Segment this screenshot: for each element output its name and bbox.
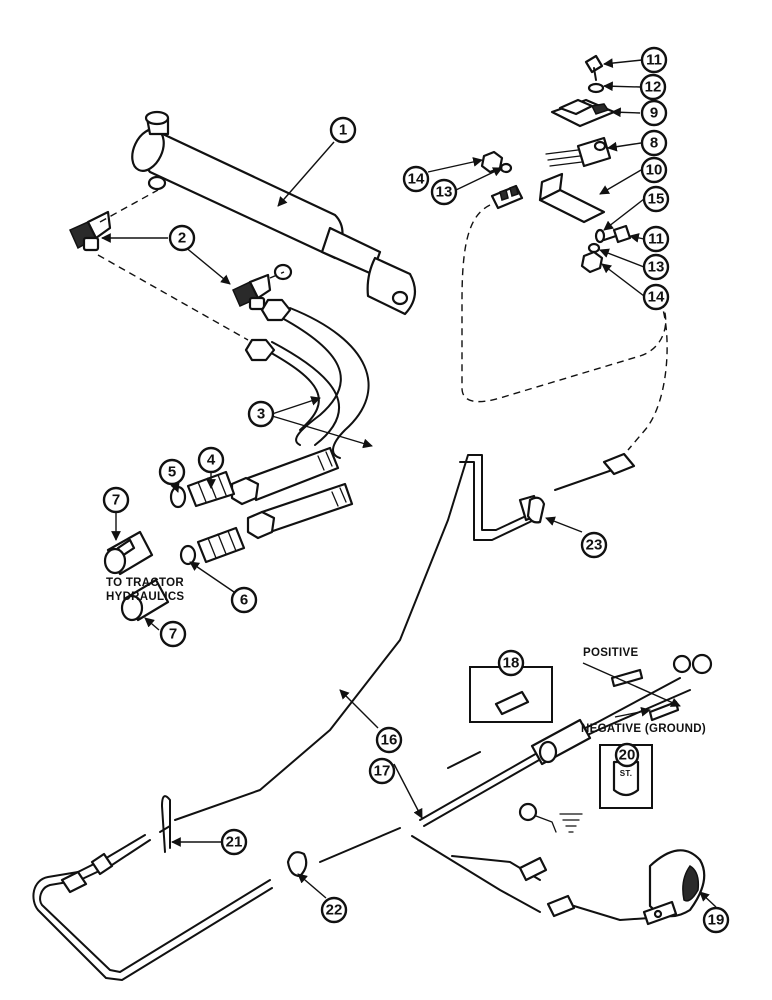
callout-15: 15 — [642, 185, 670, 213]
callout-1-text: 1 — [339, 122, 347, 139]
callout-14-right-text: 14 — [648, 289, 665, 306]
bulb-mark-text: ST. — [620, 769, 632, 778]
callout-5: 5 — [158, 458, 186, 486]
callout-23: 23 — [580, 531, 608, 559]
callout-11-top: 11 — [640, 46, 668, 74]
callout-16: 16 — [375, 726, 403, 754]
callout-8-text: 8 — [650, 135, 658, 152]
adapter-fitting-lower — [196, 526, 246, 564]
harness-lower-loop — [39, 839, 271, 973]
callout-6-text: 6 — [240, 592, 248, 609]
callout-11-top-text: 11 — [646, 52, 662, 69]
callout-20: 20 — [614, 742, 640, 768]
fitting-guide-line-2 — [97, 254, 249, 341]
callout-2: 2 — [168, 224, 196, 252]
callout-14-left-text: 14 — [408, 171, 425, 188]
callout-18-text: 18 — [503, 655, 520, 672]
callout-3-text: 3 — [257, 406, 265, 423]
callout-13-right: 13 — [642, 253, 670, 281]
callout-18: 18 — [497, 649, 525, 677]
quick-coupler-lower — [120, 578, 170, 622]
hydraulic-hoses — [230, 298, 370, 540]
callout-13-right-text: 13 — [648, 259, 665, 276]
wiring-harness-16 — [159, 452, 636, 833]
elbow-fitting-upper — [69, 210, 112, 252]
harness-connector-lower — [90, 852, 114, 876]
callout-9-text: 9 — [650, 105, 658, 122]
callout-19: 19 — [702, 906, 730, 934]
callout-23-text: 23 — [586, 537, 603, 554]
callout-2-text: 2 — [178, 230, 186, 247]
callout-6: 6 — [230, 586, 258, 614]
callout-7-lower: 7 — [159, 620, 187, 648]
callout-12: 12 — [639, 73, 667, 101]
harness-connector-lower-2 — [60, 870, 88, 894]
hydraulic-cylinder — [131, 110, 417, 316]
tractor-hydraulics-label-line1: TO TRACTOR — [106, 577, 184, 589]
callout-12-text: 12 — [645, 79, 662, 96]
callout-11-right-text: 11 — [648, 231, 664, 248]
callout-20-text: 20 — [619, 747, 636, 764]
callout-22: 22 — [320, 896, 348, 924]
warning-lamp — [642, 849, 706, 926]
fuse — [494, 690, 530, 716]
wiring-harness-17 — [319, 653, 713, 921]
callout-8: 8 — [640, 129, 668, 157]
positive-label: POSITIVE — [583, 647, 638, 659]
callout-13-left: 13 — [430, 178, 458, 206]
callout-7-upper: 7 — [102, 486, 130, 514]
callout-11-right: 11 — [642, 225, 670, 253]
callout-13-left-text: 13 — [436, 184, 453, 201]
callout-5-text: 5 — [168, 464, 176, 481]
bulb — [612, 760, 640, 797]
callout-1: 1 — [329, 116, 357, 144]
callout-15-text: 15 — [648, 191, 665, 208]
switch-wire-dashed-2 — [627, 299, 668, 451]
callout-19-text: 19 — [708, 912, 725, 929]
callout-9: 9 — [640, 99, 668, 127]
leader-lines — [101, 58, 717, 908]
callout-21: 21 — [220, 828, 248, 856]
harness-clip-21 — [161, 795, 171, 853]
negative-ground-label: NEGATIVE (GROUND) — [581, 723, 706, 735]
callout-4: 4 — [197, 446, 225, 474]
callout-16-text: 16 — [381, 732, 398, 749]
callout-21-text: 21 — [226, 834, 243, 851]
callout-14-left: 14 — [402, 165, 430, 193]
callout-17: 17 — [368, 757, 396, 785]
harness-clip-22 — [286, 851, 308, 878]
tractor-hydraulics-label-line2: HYDRAULICS — [106, 591, 184, 603]
harness-lower-loop-inner — [32, 834, 273, 981]
callout-14-right: 14 — [642, 283, 670, 311]
switch-assembly — [480, 54, 632, 274]
o-ring-seal-lower — [179, 544, 197, 566]
fitting-guide-line-3 — [269, 271, 285, 279]
callout-3: 3 — [247, 400, 275, 428]
callout-10-text: 10 — [646, 162, 663, 179]
callout-4-text: 4 — [207, 452, 216, 469]
switch-wire-dashed — [461, 204, 667, 403]
harness-clip-23 — [526, 496, 546, 524]
callout-7-lower-text: 7 — [169, 626, 177, 643]
callout-10: 10 — [640, 156, 668, 184]
callout-22-text: 22 — [326, 902, 343, 919]
quick-coupler-upper — [103, 530, 154, 576]
o-ring-seal-upper — [169, 485, 187, 509]
callout-7-upper-text: 7 — [112, 492, 120, 509]
elbow-fitting-lower — [232, 273, 272, 311]
callout-17-text: 17 — [374, 763, 391, 780]
